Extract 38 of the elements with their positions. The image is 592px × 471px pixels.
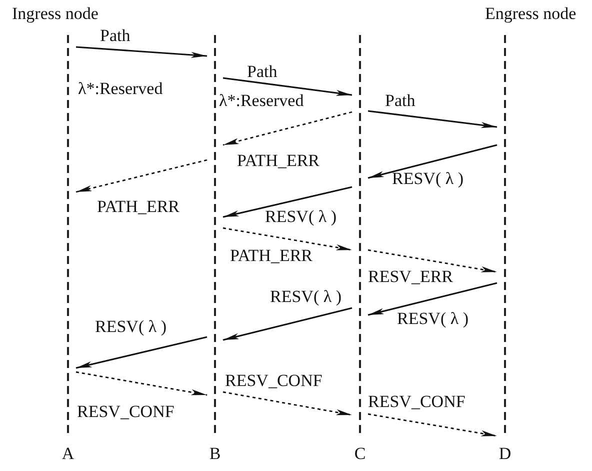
edge-label: RESV( λ ): [397, 310, 469, 327]
arrow: [222, 307, 352, 341]
arrow: [222, 186, 352, 218]
edge-label: RESV( λ ): [392, 170, 464, 187]
edge-label: RESV( λ ): [265, 208, 337, 225]
edge-label: RESV( λ ): [270, 288, 342, 305]
arrow: [368, 144, 498, 179]
arrow: [76, 371, 208, 396]
edge-label: Path: [385, 92, 416, 109]
edge-label: RESV_CONF: [225, 372, 322, 389]
arrow: [368, 282, 498, 316]
note-text: λ*:Reserved: [219, 92, 304, 109]
lifeline-heading: Engress node: [485, 5, 576, 22]
arrow: [222, 391, 352, 416]
arrow: [222, 227, 352, 251]
edge-label: Path: [100, 27, 130, 44]
edge-label: RESV_CONF: [368, 393, 466, 410]
lifeline-label: C: [353, 445, 367, 462]
arrow: [222, 77, 352, 96]
lifeline-heading: Ingress node: [12, 5, 98, 22]
edge-label: Path: [247, 63, 278, 80]
lifeline-label: A: [60, 445, 76, 462]
arrow: [368, 413, 498, 437]
edge-label: PATH_ERR: [97, 198, 180, 215]
lifeline-label: D: [498, 445, 512, 462]
arrow: [368, 249, 498, 273]
lifeline-label: B: [208, 445, 222, 462]
note-text: λ*:Reserved: [78, 80, 163, 97]
edge-label: RESV_CONF: [77, 403, 174, 420]
edge-label: RESV_ERR: [368, 268, 454, 285]
arrow: [368, 110, 498, 128]
edge-label: RESV( λ ): [95, 318, 167, 335]
arrow: [76, 159, 208, 193]
arrow: [76, 46, 208, 58]
arrow: [76, 336, 208, 369]
edge-label: PATH_ERR: [237, 152, 320, 169]
edge-label: PATH_ERR: [230, 247, 313, 264]
arrow: [222, 111, 352, 146]
